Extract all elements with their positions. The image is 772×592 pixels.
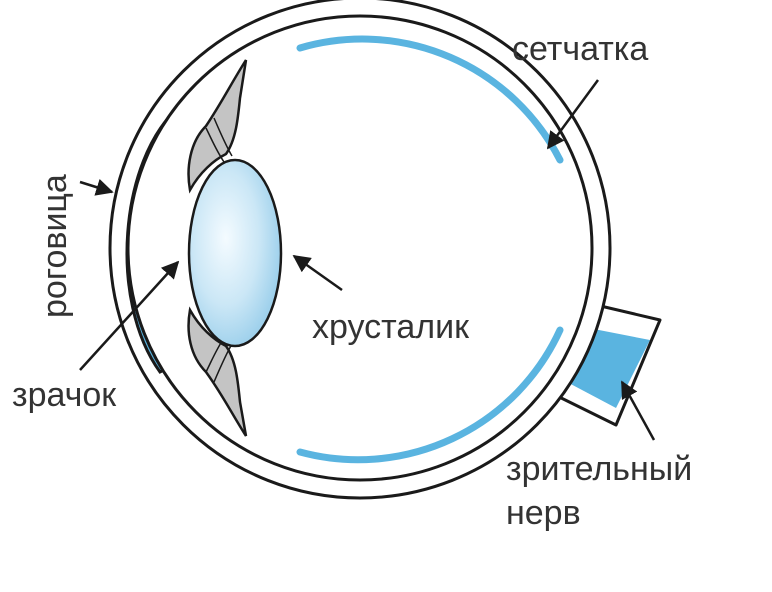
retina-pointer	[546, 79, 600, 150]
ciliary-fibers-top	[205, 117, 233, 163]
retina-top	[296, 35, 564, 164]
lens-shape	[187, 158, 283, 348]
retina-bottom	[296, 326, 564, 464]
retina-label: сетчатка	[512, 30, 648, 68]
lens-label: хрусталик	[312, 308, 470, 346]
cornea-pointer	[79, 178, 114, 196]
pupil-label: зрачок	[12, 376, 117, 414]
optic-nerve-pointer	[620, 380, 656, 441]
lens-pointer	[292, 254, 343, 292]
pupil-pointer	[79, 260, 180, 371]
optic-nerve-outline	[544, 298, 662, 427]
optic-nerve-label-line1: зрительный	[506, 450, 692, 488]
optic-nerve-label-line2: нерв	[506, 494, 581, 532]
cornea-label: роговица	[36, 174, 74, 318]
sclera-inner	[126, 14, 594, 482]
